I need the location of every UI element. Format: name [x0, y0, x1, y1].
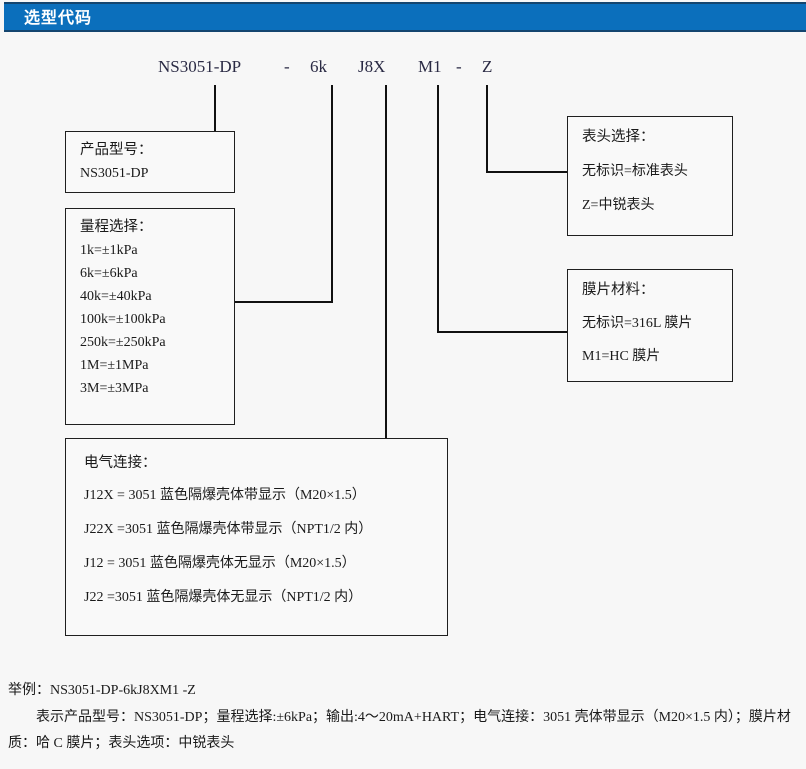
box-head-selection-title: 表头选择： [582, 129, 655, 145]
code-segment-diaphragm: M1 [418, 57, 442, 76]
code-segment-range: 6k [310, 57, 327, 76]
example-block: 举例：NS3051-DP-6kJ8XM1 -Z 表示产品型号：NS3051-DP… [8, 678, 798, 758]
box-diaphragm-material: 膜片材料： 无标识=316L 膜片 M1=HC 膜片 [567, 269, 733, 382]
code-segment-head: Z [482, 57, 493, 76]
box-electrical-connection-title: 电气连接： [84, 455, 157, 471]
connector-diaphragm-horizontal [437, 331, 567, 333]
box-electrical-connection: 电气连接： J12X = 3051 蓝色隔爆壳体带显示（M20×1.5） J22… [65, 438, 448, 636]
box-head-selection-line-1: Z=中锐表头 [582, 197, 655, 213]
box-range-selection-line-5: 1M=±1MPa [80, 358, 149, 374]
code-segment-electrical: J8X [358, 57, 386, 76]
box-diaphragm-material-line-0: 无标识=316L 膜片 [582, 315, 693, 331]
box-electrical-connection-line-1: J22X =3051 蓝色隔爆壳体带显示（NPT1/2 内） [84, 521, 373, 537]
box-electrical-connection-line-0: J12X = 3051 蓝色隔爆壳体带显示（M20×1.5） [84, 487, 366, 503]
box-range-selection-line-2: 40k=±40kPa [80, 288, 152, 304]
box-range-selection-title: 量程选择： [80, 219, 153, 235]
connector-range-vertical [331, 85, 333, 303]
connector-product-model [214, 85, 216, 132]
section-header-bar [4, 2, 806, 32]
box-product-model-title: 产品型号： [80, 142, 153, 158]
box-electrical-connection-line-3: J22 =3051 蓝色隔爆壳体无显示（NPT1/2 内） [84, 589, 363, 605]
page-title: 选型代码 [24, 10, 93, 27]
connector-electrical [385, 85, 387, 438]
box-diaphragm-material-line-1: M1=HC 膜片 [582, 348, 661, 364]
connector-head-horizontal [486, 171, 567, 173]
box-electrical-connection-line-2: J12 = 3051 蓝色隔爆壳体无显示（M20×1.5） [84, 555, 356, 571]
box-range-selection: 量程选择： 1k=±1kPa 6k=±6kPa 40k=±40kPa 100k=… [65, 208, 235, 425]
box-range-selection-line-4: 250k=±250kPa [80, 335, 166, 351]
box-head-selection: 表头选择： 无标识=标准表头 Z=中锐表头 [567, 116, 733, 236]
code-segment-dash-1: - [284, 57, 290, 76]
code-segment-product-model: NS3051-DP [158, 57, 242, 76]
box-product-model-line-0: NS3051-DP [80, 165, 149, 181]
box-head-selection-line-0: 无标识=标准表头 [582, 163, 688, 179]
code-segment-dash-2: - [456, 57, 462, 76]
box-product-model: 产品型号： NS3051-DP [65, 131, 235, 193]
connector-range-horizontal [234, 301, 333, 303]
connector-head-vertical [486, 85, 488, 173]
box-range-selection-line-0: 1k=±1kPa [80, 242, 138, 258]
connector-diaphragm-vertical [437, 85, 439, 332]
example-line-2: 表示产品型号：NS3051-DP；量程选择:±6kPa；输出:4～20mA+HA… [8, 709, 791, 752]
example-line-1: 举例：NS3051-DP-6kJ8XM1 -Z [8, 683, 196, 698]
box-range-selection-line-1: 6k=±6kPa [80, 265, 138, 281]
box-diaphragm-material-title: 膜片材料： [582, 282, 655, 298]
box-range-selection-line-3: 100k=±100kPa [80, 311, 166, 327]
box-range-selection-line-6: 3M=±3MPa [80, 381, 149, 397]
